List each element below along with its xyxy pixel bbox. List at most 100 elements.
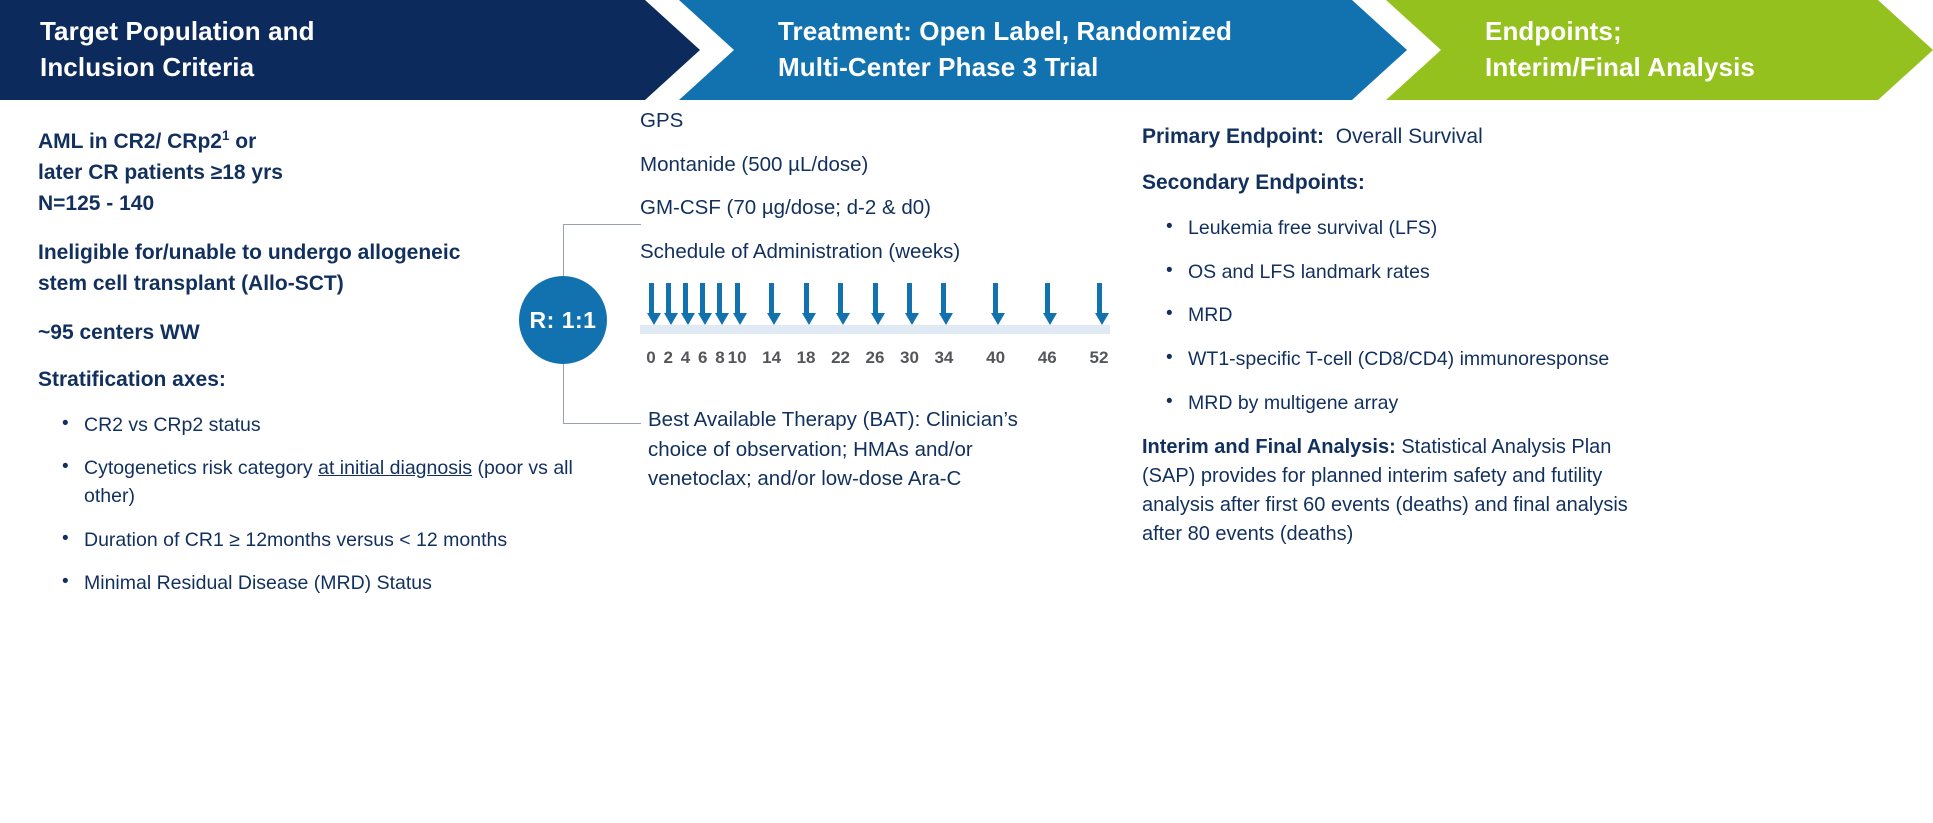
dose-arrow-icon [836, 283, 851, 325]
header-segment-3-title: Endpoints; Interim/Final Analysis [1386, 14, 1933, 86]
primary-endpoint-label: Primary Endpoint: [1142, 125, 1325, 148]
dose-arrow-head [939, 313, 954, 325]
secondary-endpoint-4: WT1-specific T-cell (CD8/CD4) immunoresp… [1188, 347, 1610, 370]
population-block: AML in CR2/ CRp21 or later CR patients ≥… [38, 126, 628, 219]
header-segment-3-line2: Interim/Final Analysis [1485, 52, 1755, 82]
stratification-bullet-3-text: Duration of CR1 ≥ 12months versus < 12 m… [84, 528, 508, 551]
population-line1-suffix: or [229, 130, 257, 153]
ineligibility-line2: stem cell transplant (Allo-SCT) [38, 272, 344, 296]
timeline-tick-label: 8 [715, 348, 725, 367]
randomization-ratio-badge: R: 1:1 [519, 276, 607, 364]
dose-arrow-head [646, 313, 661, 325]
dose-arrow-icon [1094, 283, 1109, 325]
secondary-endpoints-list: Leukemia free survival (LFS) OS and LFS … [1142, 214, 1652, 418]
administration-schedule-timeline [640, 268, 1110, 343]
treatment-line-gmcsf: GM-CSF (70 µg/dose; d-2 & d0) [640, 196, 931, 220]
dose-arrow-shaft [803, 283, 809, 313]
secondary-endpoint-2: OS and LFS landmark rates [1188, 260, 1430, 283]
dose-arrow-shaft [1096, 283, 1102, 313]
secondary-endpoint-5: MRD by multigene array [1188, 391, 1399, 414]
dose-arrow-icon [698, 283, 713, 325]
dose-arrow-head [991, 313, 1006, 325]
treatment-line-schedule: Schedule of Administration (weeks) [640, 239, 961, 263]
centers-count: ~95 centers WW [38, 321, 200, 345]
dose-arrow-head [715, 313, 730, 325]
timeline-tick-label: 46 [1037, 348, 1057, 367]
dose-arrow-shaft [734, 283, 740, 313]
dose-arrow-head [870, 313, 885, 325]
dose-arrow-head [663, 313, 678, 325]
population-line1: AML in CR2/ CRp21 or [38, 126, 628, 157]
timeline-tick-label: 26 [865, 348, 885, 367]
list-item: WT1-specific T-cell (CD8/CD4) immunoresp… [1142, 345, 1652, 374]
dose-arrow-head [801, 313, 816, 325]
dose-arrow-icon [870, 283, 885, 325]
header-segment-3-line1: Endpoints; [1485, 16, 1622, 47]
dose-arrow-icon [991, 283, 1006, 325]
timeline-tick-label: 4 [680, 348, 691, 367]
treatment-line-gps: GPS [640, 109, 684, 132]
stratification-bullet-1-text: CR2 vs CRp2 status [84, 413, 261, 436]
list-item: Leukemia free survival (LFS) [1142, 214, 1652, 243]
header-segment-1-title: Target Population and Inclusion Criteria [0, 14, 700, 86]
primary-endpoint-value: Overall Survival [1335, 125, 1483, 148]
header-segment-2-line1: Treatment: Open Label, Randomized [778, 16, 1233, 47]
dose-arrow-head [698, 313, 713, 325]
list-item: MRD by multigene array [1142, 389, 1652, 418]
timeline-tick-label: 52 [1089, 348, 1109, 367]
dose-arrow-shaft [838, 283, 844, 313]
stratification-bullet-list: CR2 vs CRp2 status Cytogenetics risk cat… [38, 411, 628, 598]
target-population-column: AML in CR2/ CRp21 or later CR patients ≥… [38, 126, 628, 614]
dose-arrow-icon [663, 283, 678, 325]
timeline-tick-label: 30 [899, 348, 919, 367]
treatment-line-montanide: Montanide (500 µL/dose) [640, 152, 869, 176]
timeline-tick-label: 22 [831, 348, 850, 367]
list-item: Cytogenetics risk category at initial di… [38, 454, 628, 510]
timeline-axis [640, 325, 1110, 334]
list-item: Minimal Residual Disease (MRD) Status [38, 569, 628, 598]
dose-arrow-shaft [769, 283, 775, 313]
best-available-therapy-text: Best Available Therapy (BAT): Clinician’… [648, 408, 1018, 491]
list-item: CR2 vs CRp2 status [38, 411, 628, 440]
timeline-tick-label: 6 [697, 348, 708, 367]
timeline-tick-label: 14 [762, 348, 782, 367]
dose-arrow-head [767, 313, 782, 325]
dose-arrow-head [836, 313, 851, 325]
dose-arrow-icon [732, 283, 747, 325]
dose-arrow-head [732, 313, 747, 325]
secondary-endpoints-label: Secondary Endpoints: [1142, 171, 1365, 195]
stratification-bullet-2-pre: Cytogenetics risk category [84, 457, 319, 480]
stratification-bullet-2-underlined: at initial diagnosis [318, 457, 473, 480]
population-sample-size: N=125 - 140 [38, 192, 155, 216]
dose-arrow-shaft [648, 283, 654, 313]
dose-arrow-shaft [993, 283, 999, 313]
dose-arrow-icon [646, 283, 661, 325]
dose-arrow-shaft [941, 283, 947, 313]
stratification-bullet-2-post: (poor vs all other) [84, 457, 573, 507]
ineligibility-block: Ineligible for/unable to undergo allogen… [38, 237, 628, 299]
dose-arrow-head [1042, 313, 1057, 325]
header-segment-treatment: Treatment: Open Label, Randomized Multi-… [679, 0, 1407, 100]
dose-arrow-shaft [700, 283, 706, 313]
header-segment-2-line2: Multi-Center Phase 3 Trial [778, 52, 1099, 82]
list-item: MRD [1142, 301, 1652, 330]
timeline-tick-label: 40 [986, 348, 1006, 367]
population-footnote-marker: 1 [221, 128, 230, 143]
dose-arrow-shaft [717, 283, 723, 313]
ineligibility-line1: Ineligible for/unable to undergo allogen… [38, 241, 461, 265]
header-segment-endpoints: Endpoints; Interim/Final Analysis [1386, 0, 1933, 100]
secondary-endpoint-1: Leukemia free survival (LFS) [1188, 216, 1438, 239]
dose-arrow-shaft [872, 283, 878, 313]
interim-analysis-label: Interim and Final Analysis: [1142, 436, 1396, 459]
interim-analysis-text: Statistical Analysis Plan (SAP) provides… [1142, 436, 1628, 546]
secondary-endpoint-3: MRD [1188, 304, 1233, 327]
timeline-tick-label: 2 [663, 348, 673, 367]
dose-arrow-shaft [682, 283, 688, 313]
dose-arrow-icon [801, 283, 816, 325]
dose-arrow-head [680, 313, 695, 325]
dose-arrow-icon [715, 283, 730, 325]
header-segment-2-title: Treatment: Open Label, Randomized Multi-… [679, 14, 1407, 86]
dose-arrow-icon [680, 283, 695, 325]
dose-arrow-head [904, 313, 919, 325]
header-segment-1-line2: Inclusion Criteria [40, 52, 255, 82]
